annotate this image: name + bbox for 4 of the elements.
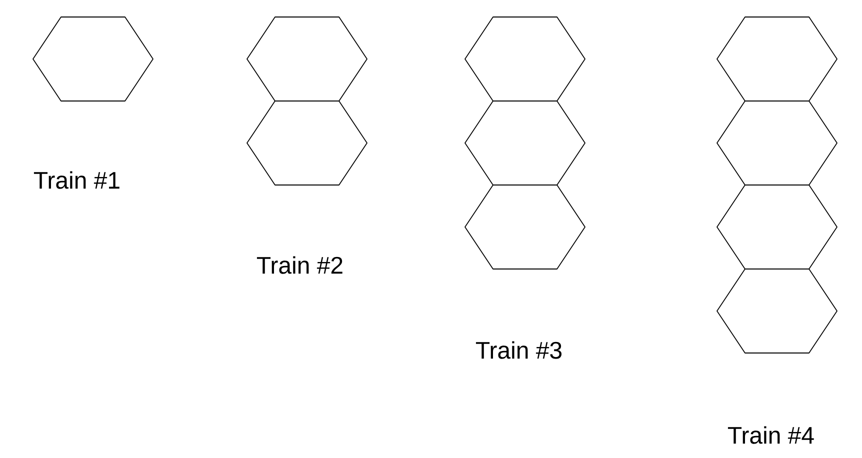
- train-label: Train #3: [476, 341, 562, 359]
- train-label: Train #2: [256, 256, 342, 274]
- train-label: Train #1: [34, 171, 120, 189]
- train-label: Train #4: [728, 426, 814, 444]
